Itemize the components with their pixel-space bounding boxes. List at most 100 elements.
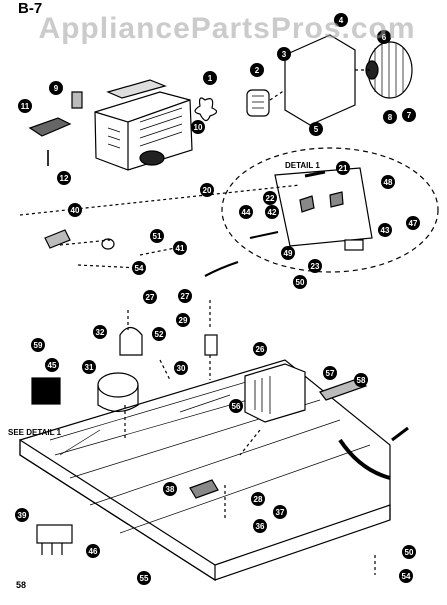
svg-text:9: 9 — [54, 84, 59, 93]
svg-text:31: 31 — [85, 363, 94, 372]
callout-4: 4 — [334, 13, 348, 27]
svg-text:51: 51 — [153, 232, 162, 241]
callout-48: 48 — [381, 175, 395, 189]
svg-text:6: 6 — [382, 33, 387, 42]
transformer — [244, 363, 306, 423]
callout-51: 51 — [150, 229, 164, 243]
callout-45: 45 — [45, 358, 59, 372]
detail-1-outline — [221, 147, 439, 273]
svg-text:28: 28 — [254, 495, 263, 504]
relay — [204, 334, 218, 356]
callout-markers: 1 2 3 4 5 6 7 8 9 10 11 12 20 21 22 23 2… — [15, 13, 420, 585]
callout-37: 37 — [273, 505, 287, 519]
callout-54b: 54 — [399, 569, 413, 583]
callout-21: 21 — [336, 161, 350, 175]
svg-text:50: 50 — [405, 548, 414, 557]
callout-12: 12 — [57, 171, 71, 185]
callout-10: 10 — [191, 120, 205, 134]
callout-41: 41 — [173, 241, 187, 255]
svg-text:40: 40 — [71, 206, 80, 215]
callout-26: 26 — [253, 342, 267, 356]
callout-38: 38 — [163, 482, 177, 496]
callout-11: 11 — [18, 99, 32, 113]
callout-55: 55 — [137, 571, 151, 585]
callout-5: 5 — [309, 122, 323, 136]
fan-motor — [246, 89, 270, 117]
svg-text:20: 20 — [203, 186, 212, 195]
svg-text:26: 26 — [256, 345, 265, 354]
callout-27: 27 — [143, 290, 157, 304]
callout-57: 57 — [323, 366, 337, 380]
callout-27b: 27 — [178, 289, 192, 303]
magnetron — [94, 79, 193, 171]
svg-text:44: 44 — [242, 208, 251, 217]
fan-blade — [194, 97, 218, 122]
transformer-bracket — [319, 377, 367, 401]
callout-36: 36 — [253, 519, 267, 533]
diagram-label: B-7 — [18, 0, 43, 17]
svg-text:49: 49 — [284, 249, 293, 258]
callout-42: 42 — [265, 205, 279, 219]
callout-47: 47 — [406, 216, 420, 230]
svg-text:3: 3 — [282, 50, 287, 59]
svg-text:10: 10 — [194, 123, 203, 132]
callout-3: 3 — [277, 47, 291, 61]
svg-text:59: 59 — [34, 341, 43, 350]
svg-text:56: 56 — [232, 402, 241, 411]
svg-text:4: 4 — [339, 16, 344, 25]
capacitor-bracket — [119, 326, 143, 356]
callout-30: 30 — [174, 361, 188, 375]
callout-50b: 50 — [402, 545, 416, 559]
svg-text:1: 1 — [208, 74, 213, 83]
svg-text:55: 55 — [140, 574, 149, 583]
callout-52: 52 — [152, 327, 166, 341]
svg-text:58: 58 — [357, 376, 366, 385]
callout-6: 6 — [377, 30, 391, 44]
svg-text:45: 45 — [48, 361, 57, 370]
svg-text:29: 29 — [179, 316, 188, 325]
svg-text:12: 12 — [60, 174, 69, 183]
callout-20: 20 — [200, 183, 214, 197]
svg-text:48: 48 — [384, 178, 393, 187]
callout-2: 2 — [250, 63, 264, 77]
svg-text:42: 42 — [268, 208, 277, 217]
svg-text:8: 8 — [388, 113, 393, 122]
svg-text:27: 27 — [181, 292, 190, 301]
callout-40: 40 — [68, 203, 82, 217]
fan-bracket — [284, 34, 356, 126]
callout-43: 43 — [378, 223, 392, 237]
svg-text:11: 11 — [21, 102, 30, 111]
label-card — [31, 377, 61, 405]
callout-32: 32 — [93, 325, 107, 339]
callout-31: 31 — [82, 360, 96, 374]
capacitor — [97, 372, 139, 413]
svg-text:54: 54 — [402, 572, 411, 581]
svg-text:22: 22 — [266, 194, 275, 203]
thermal-cutout-top — [71, 91, 83, 109]
wire-harness — [204, 260, 239, 277]
callout-23: 23 — [308, 259, 322, 273]
diode — [338, 438, 391, 480]
svg-text:5: 5 — [314, 125, 319, 134]
callout-9: 9 — [49, 81, 63, 95]
callout-54: 54 — [132, 261, 146, 275]
callout-29: 29 — [176, 313, 190, 327]
svg-text:57: 57 — [326, 369, 335, 378]
filter-noise — [36, 524, 73, 555]
svg-text:50: 50 — [296, 278, 305, 287]
thermal-protector — [391, 426, 409, 442]
thermal-cutout-40 — [44, 229, 71, 249]
callout-28: 28 — [251, 492, 265, 506]
callout-56: 56 — [229, 399, 243, 413]
svg-text:2: 2 — [255, 66, 260, 75]
svg-text:37: 37 — [276, 508, 285, 517]
svg-text:21: 21 — [339, 164, 348, 173]
svg-text:30: 30 — [177, 364, 186, 373]
callout-22: 22 — [263, 191, 277, 205]
svg-text:46: 46 — [89, 547, 98, 556]
svg-text:39: 39 — [18, 511, 27, 520]
blower-wheel — [365, 41, 413, 99]
base-plate — [19, 359, 391, 582]
